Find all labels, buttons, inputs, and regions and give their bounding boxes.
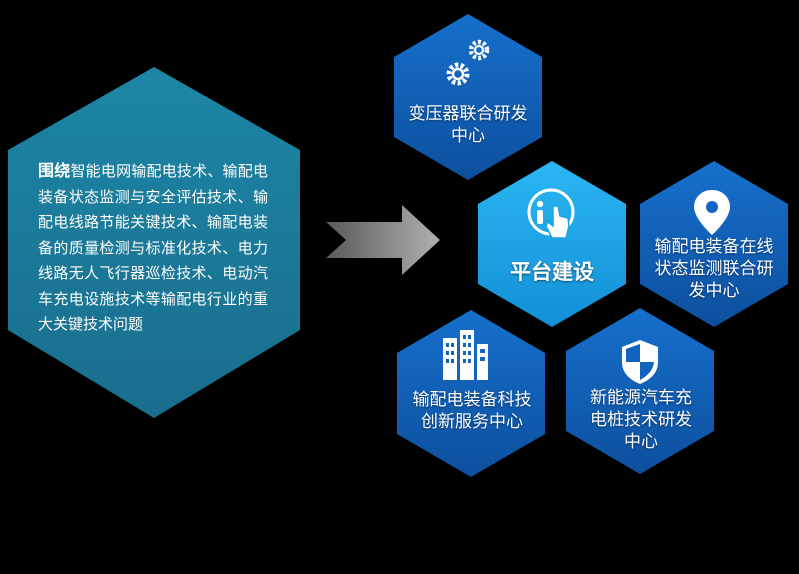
hexagon-monitoring-center bbox=[640, 161, 788, 327]
intro-hexagon bbox=[8, 67, 300, 418]
hexagon-platform bbox=[478, 161, 626, 327]
charging-center-label: 新能源汽车充电桩技术研发中心 bbox=[590, 388, 692, 452]
gears-icon bbox=[446, 39, 490, 86]
platform-title: 平台建设 bbox=[510, 260, 594, 284]
innovation-center-label: 输配电装备科技创新服务中心 bbox=[412, 390, 532, 432]
intro-body: 智能电网输配电技术、输配电装备状态监测与安全评估技术、输配电线路节能关键技术、输… bbox=[38, 162, 268, 333]
monitoring-center-label: 输配电装备在线状态监测联合研发中心 bbox=[654, 237, 774, 301]
hexagon-charging-center bbox=[566, 308, 714, 474]
intro-text: 围绕智能电网输配电技术、输配电装备状态监测与安全评估技术、输配电线路节能关键技术… bbox=[38, 158, 268, 338]
intro-lead: 围绕 bbox=[38, 161, 71, 180]
info-touch-icon bbox=[527, 188, 575, 239]
location-pin-icon bbox=[694, 190, 730, 235]
hexagon-innovation-center bbox=[397, 310, 545, 477]
flow-arrow bbox=[326, 205, 440, 275]
hexagon-transformer-center bbox=[394, 14, 542, 180]
buildings-icon bbox=[443, 330, 488, 380]
shield-icon bbox=[622, 340, 658, 384]
transformer-center-label: 变压器联合研发中心 bbox=[408, 104, 528, 146]
